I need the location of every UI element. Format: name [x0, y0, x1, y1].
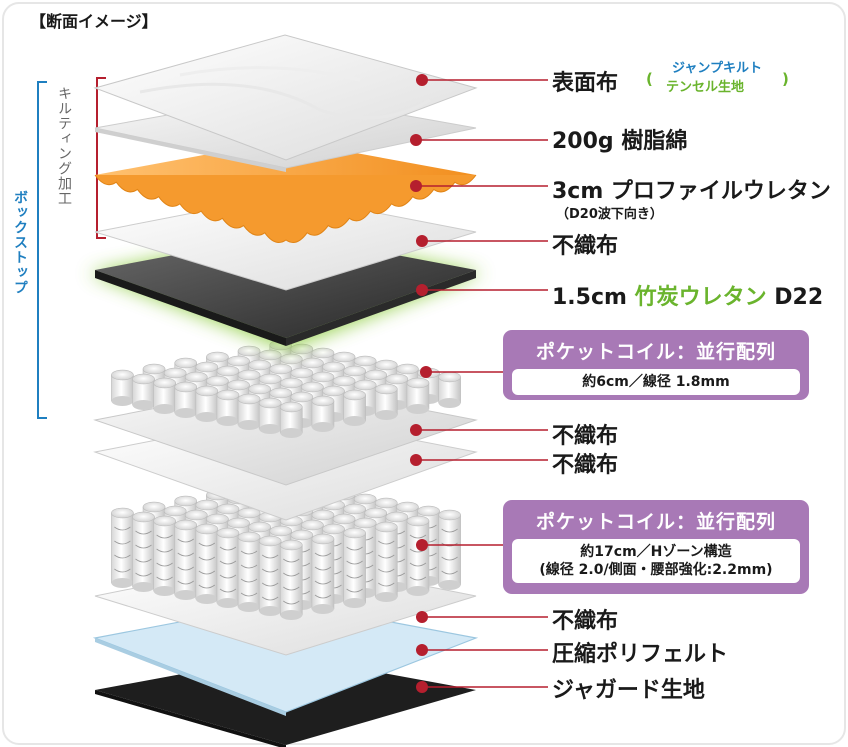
boxtop-label: ボックストップ [12, 190, 28, 295]
jacquard-label: ジャガード生地 [552, 678, 705, 703]
surface-note-line1: ジャンプキルト [672, 61, 762, 76]
lower-coil-title: ポケットコイル：並行配列 [535, 511, 776, 533]
boxtop-bracket [37, 81, 47, 419]
lower-coil-spec-line2: (線径 2.0/側面・腰部強化:2.2mm) [539, 562, 773, 578]
nonwoven-1-label: 不織布 [552, 234, 619, 259]
felt-label: 圧縮ポリフェルト [552, 642, 729, 667]
profile-urethane-note: （D20波下向き） [556, 207, 663, 222]
quilting-label: キルティング加工 [56, 86, 72, 206]
charcoal-label-green: 竹炭ウレタン [634, 285, 767, 310]
charcoal-label-post: D22 [766, 285, 824, 310]
surface-note-close: ) [782, 70, 789, 88]
upper-coil-box: ポケットコイル：並行配列 約6cm／線径 1.8mm [503, 330, 809, 400]
upper-coil-spec: 約6cm／線径 1.8mm [512, 369, 800, 395]
charcoal-label: 1.5cm 竹炭ウレタン D22 [552, 279, 823, 311]
nonwoven-3-label: 不織布 [552, 453, 619, 478]
short-coil-block [111, 339, 461, 438]
resin-cotton-label: 200g 樹脂綿 [552, 129, 688, 154]
nonwoven-2-label: 不織布 [552, 424, 619, 449]
charcoal-label-pre: 1.5cm [552, 285, 635, 310]
upper-coil-title: ポケットコイル：並行配列 [535, 341, 776, 363]
surface-layer [93, 34, 478, 161]
surface-note-open: ( [646, 70, 653, 88]
profile-urethane-label: 3cm プロファイルウレタン [552, 179, 831, 204]
quilting-bracket [96, 77, 106, 239]
lower-coil-spec: 約17cm／Hゾーン構造 (線径 2.0/側面・腰部強化:2.2mm) [512, 539, 800, 583]
lower-coil-spec-line1: 約17cm／Hゾーン構造 [580, 544, 732, 560]
nonwoven-4-label: 不織布 [552, 609, 619, 634]
diagram-title: 【断面イメージ】 [30, 12, 158, 31]
surface-note-line2: テンセル生地 [666, 80, 745, 95]
surface-label: 表面布 [552, 71, 619, 96]
lower-coil-box: ポケットコイル：並行配列 約17cm／Hゾーン構造 (線径 2.0/側面・腰部強… [503, 500, 809, 594]
